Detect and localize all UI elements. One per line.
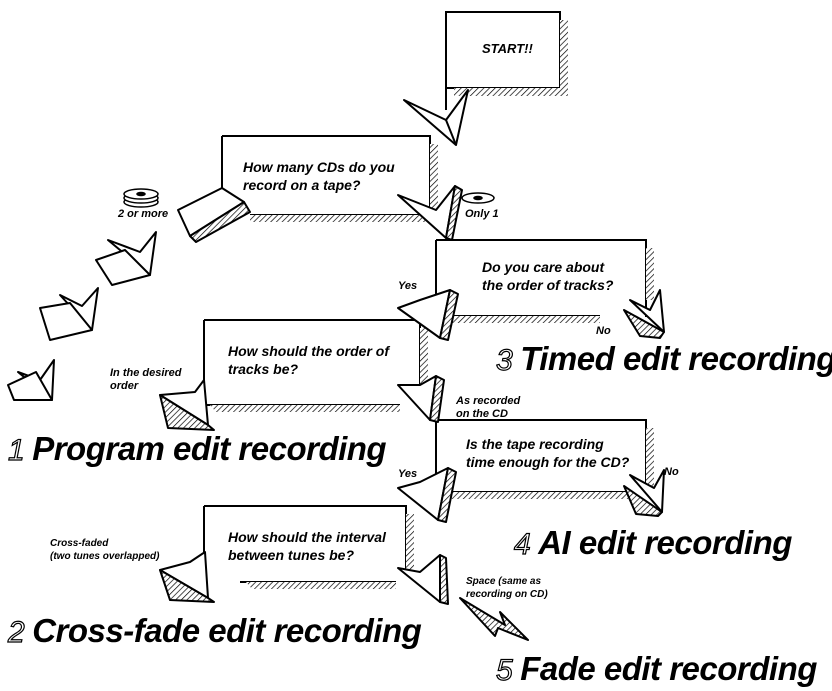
start-box (445, 11, 568, 110)
q4-line1: Is the tape recording (466, 436, 604, 452)
q1-text: How many CDs do you record on a tape? (243, 158, 395, 194)
answer-desired-order-line2: order (110, 380, 139, 392)
answer-cross-faded-line1: Cross-faded (50, 538, 109, 549)
answer-desired-order-line1: In the desired (110, 367, 182, 379)
q3-line1: How should the order of (228, 343, 389, 359)
q1-box (221, 135, 438, 222)
answer-only-one: Only 1 (465, 208, 499, 220)
result-fade-edit-number: 5 (495, 653, 513, 687)
q2-line1: Do you care about (482, 259, 605, 275)
answer-no-q4: No (664, 466, 679, 478)
result-fade-edit-text: Fade edit recording (520, 650, 817, 687)
answer-cross-faded-line2: (two tunes overlapped) (50, 551, 160, 562)
cd-stack-icon (123, 188, 159, 208)
answer-yes-q2: Yes (398, 280, 418, 292)
start-label: START!! (482, 41, 533, 56)
result-timed-edit-text: Timed edit recording (520, 340, 832, 377)
q5-line2: between tunes be? (228, 547, 355, 563)
result-cross-fade-edit-text: Cross-fade edit recording (32, 612, 422, 649)
q1-line1: How many CDs do you (243, 159, 395, 175)
answer-two-or-more: 2 or more (118, 208, 169, 220)
q1-line2: record on a tape? (243, 177, 361, 193)
q3-text: How should the order of tracks be? (228, 342, 389, 378)
q2-text: Do you care about the order of tracks? (482, 258, 613, 294)
result-timed-edit-number: 3 (495, 343, 513, 377)
answer-space-line1: Space (same as (466, 576, 542, 587)
answer-as-recorded-line1: As recorded (456, 395, 521, 407)
q5-text: How should the interval between tunes be… (228, 528, 386, 564)
q2-line2: the order of tracks? (482, 277, 614, 293)
q4-text: Is the tape recording time enough for th… (466, 435, 629, 471)
answer-space: Space (same as recording on CD) (466, 575, 548, 601)
answer-no-q2: No (596, 325, 611, 337)
result-ai-edit-text: AI edit recording (538, 524, 792, 561)
q4-line2: time enough for the CD? (466, 454, 630, 470)
q2-box (435, 239, 654, 323)
answer-as-recorded: As recorded on the CD (456, 395, 520, 421)
q4-box (435, 419, 654, 499)
result-cross-fade-edit-number: 2 (7, 615, 25, 649)
q5-line1: How should the interval (228, 529, 386, 545)
q3-line2: tracks be? (228, 361, 299, 377)
answer-cross-faded: Cross-faded (two tunes overlapped) (50, 537, 159, 563)
result-ai-edit-number: 4 (513, 527, 531, 561)
answer-space-line2: recording on CD) (466, 589, 548, 600)
result-program-edit-number: 1 (7, 433, 25, 467)
flow-arrow-icon (7, 89, 665, 641)
single-cd-icon (461, 192, 495, 204)
result-program-edit-text: Program edit recording (32, 430, 387, 467)
answer-yes-q4: Yes (398, 468, 418, 480)
answer-desired-order: In the desired order (110, 367, 182, 393)
answer-as-recorded-line2: on the CD (456, 408, 508, 420)
